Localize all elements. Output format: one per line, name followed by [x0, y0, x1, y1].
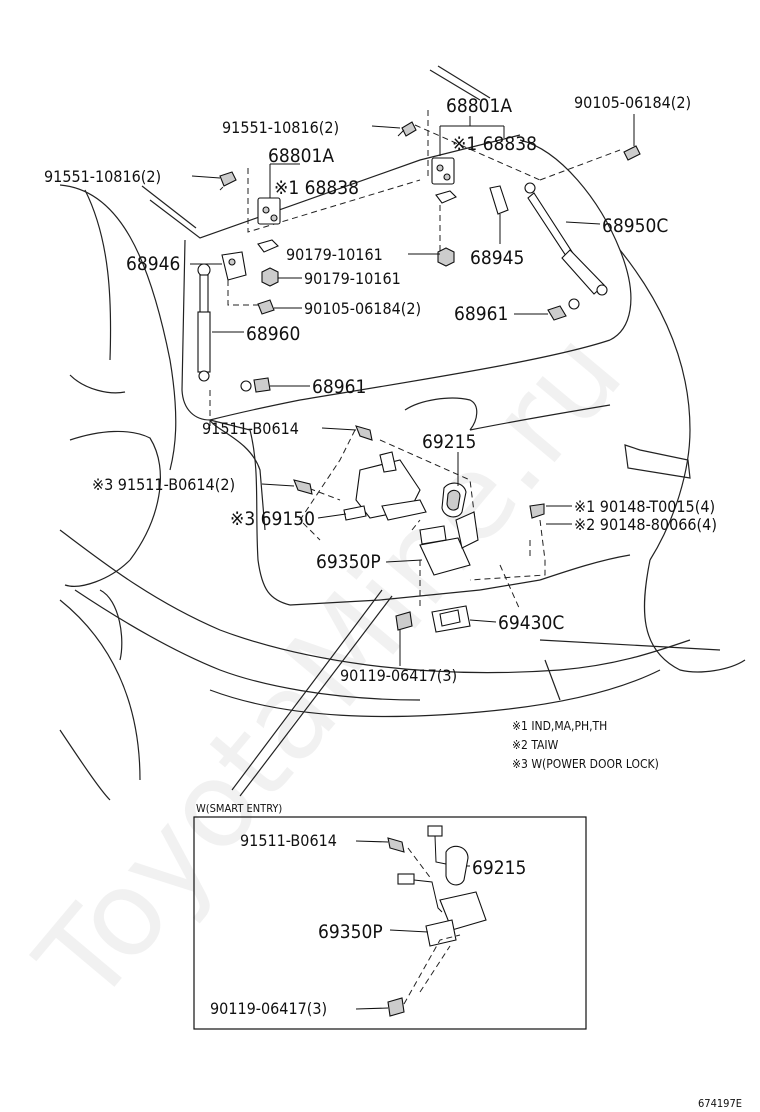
label-68838-left: ※1 68838	[274, 177, 359, 199]
leader-lines	[190, 114, 635, 666]
label-91511-b: ※3 91511-B0614(2)	[92, 475, 235, 494]
notes: ※1 IND,MA,PH,TH ※2 TAIW ※3 W(POWER DOOR …	[512, 719, 659, 771]
label-68961-right: 68961	[454, 303, 508, 325]
label-68961-left: 68961	[312, 376, 366, 398]
note-2: ※2 TAIW	[512, 738, 559, 752]
inset-label-91511: 91511-B0614	[240, 831, 337, 850]
label-90179-a: 90179-10161	[286, 245, 383, 264]
label-90148-b: ※2 90148-80066(4)	[574, 515, 717, 534]
inset-label-90119: 90119-06417(3)	[210, 999, 327, 1018]
label-68945: 68945	[470, 247, 524, 269]
inset-label-69350P: 69350P	[318, 921, 383, 943]
label-68946: 68946	[126, 253, 180, 275]
label-90105-top: 90105-06184(2)	[574, 93, 691, 112]
screw-90148	[529, 503, 545, 519]
gas-strut-68960	[197, 263, 211, 382]
bolt-91511-b	[293, 479, 313, 495]
gas-strut-68950C	[524, 182, 608, 296]
inset-bolt-91511	[387, 837, 405, 853]
part-labels: 91551-10816(2) 91551-10816(2) 68801A ※1 …	[44, 93, 717, 685]
diagram-id: 674197E	[698, 1097, 742, 1110]
inset-connector	[427, 825, 443, 837]
inset-frame	[193, 816, 587, 1030]
label-91511-a: 91511-B0614	[202, 419, 299, 438]
inset-bolt-90119	[387, 997, 405, 1017]
ball-stud-68961-right	[547, 298, 580, 321]
label-68838-right: ※1 68838	[452, 133, 537, 155]
label-69215: 69215	[422, 431, 476, 453]
inset-label-69215: 69215	[472, 857, 526, 879]
label-90105-mid: 90105-06184(2)	[304, 299, 421, 318]
inset-smart-entry: W(SMART ENTRY) 91511-B0614 69215 69350P …	[193, 802, 587, 1030]
ball-stud-68961-left	[240, 377, 271, 393]
label-91551-left: 91551-10816(2)	[44, 167, 161, 186]
nut-90179-b	[261, 267, 279, 287]
nut-90179-a	[437, 247, 455, 267]
actuator-69150	[343, 451, 427, 521]
assembly-dashed-lines	[209, 110, 621, 611]
bolt-91551-top	[397, 121, 417, 137]
note-1: ※1 IND,MA,PH,TH	[512, 719, 607, 733]
bolt-91551-left	[219, 171, 237, 187]
label-90179-b: 90179-10161	[304, 269, 401, 288]
inset-connector-2	[397, 873, 415, 885]
vehicle-body-outline	[59, 65, 746, 801]
shim-right	[435, 190, 457, 204]
label-68950C: 68950C	[602, 215, 668, 237]
rod	[231, 589, 383, 791]
bracket-68946	[221, 251, 247, 281]
part-drawings	[197, 121, 641, 797]
inset-title: W(SMART ENTRY)	[196, 802, 282, 815]
label-90119: 90119-06417(3)	[340, 666, 457, 685]
shim-left	[257, 239, 279, 253]
bolt-90119	[395, 611, 413, 631]
note-3: ※3 W(POWER DOOR LOCK)	[512, 757, 659, 771]
label-91551-top: 91551-10816(2)	[222, 118, 339, 137]
switch-69215	[441, 482, 467, 518]
label-68801A-left: 68801A	[268, 145, 334, 167]
label-90148-a: ※1 90148-T0015(4)	[574, 497, 715, 516]
bolt-90105-mid	[257, 299, 275, 315]
label-69150: ※3 69150	[230, 508, 315, 530]
label-69430C: 69430C	[498, 612, 564, 634]
bracket-68945	[489, 185, 509, 215]
lock-69350P	[419, 511, 479, 576]
bolt-91511-a	[355, 425, 373, 441]
inset-switch-69215	[445, 845, 469, 886]
bolt-90105-top	[623, 145, 641, 161]
label-68960: 68960	[246, 323, 300, 345]
cable-69430C	[431, 605, 471, 633]
label-68801A-right: 68801A	[446, 95, 512, 117]
label-69350P: 69350P	[316, 551, 381, 573]
hinge-right-part	[431, 157, 455, 185]
